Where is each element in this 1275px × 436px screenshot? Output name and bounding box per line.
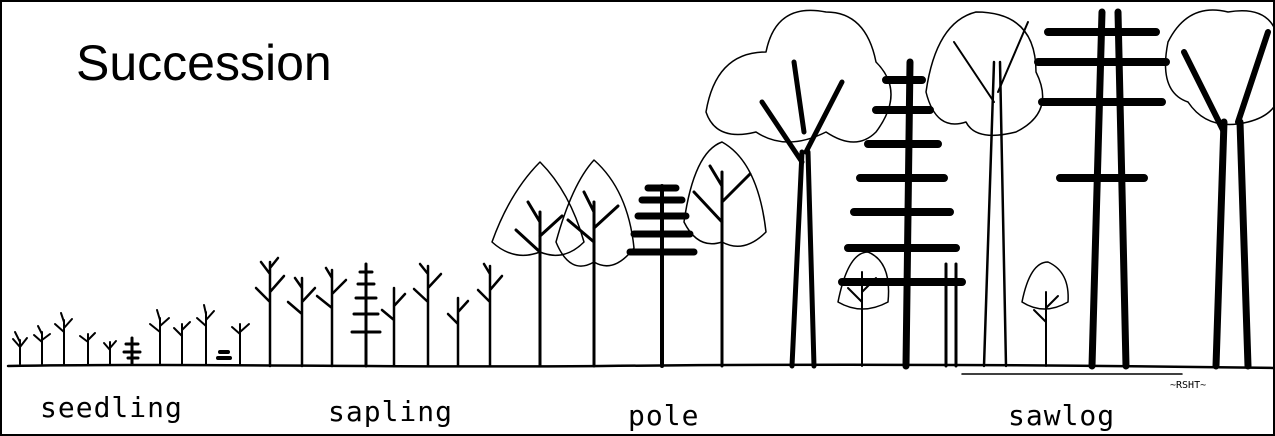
label-pole: pole <box>628 402 699 430</box>
ground-line <box>8 365 1275 368</box>
label-sawlog: sawlog <box>1008 402 1115 430</box>
pole-trees <box>492 142 766 366</box>
artist-signature: ~RSHT~ <box>1170 380 1206 391</box>
understory <box>838 252 1068 366</box>
label-seedling: seedling <box>40 394 183 422</box>
sawlog-trees <box>706 10 1275 366</box>
label-sapling: sapling <box>328 398 453 426</box>
saplings <box>256 258 502 366</box>
seedlings <box>13 305 249 364</box>
diagram-title: Succession <box>76 38 332 88</box>
